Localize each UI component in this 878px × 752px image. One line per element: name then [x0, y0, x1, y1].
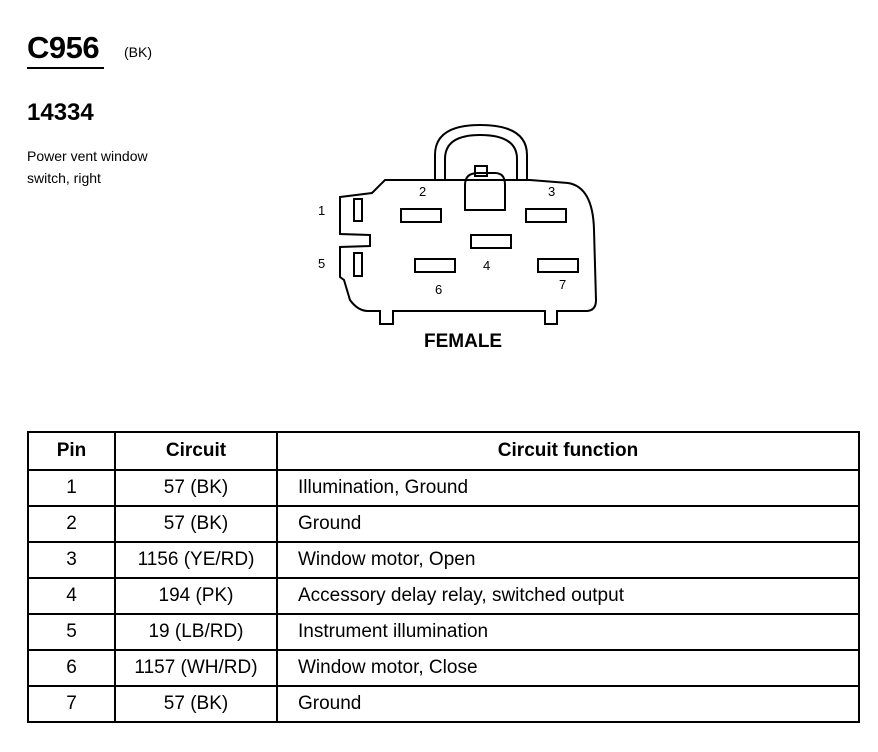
latch-post-tab	[474, 165, 488, 177]
connector-body	[339, 179, 598, 325]
pin-label-1: 1	[318, 203, 326, 218]
cell-pin: 2	[27, 505, 116, 543]
cell-pin: 4	[27, 577, 116, 615]
pin-1-cavity	[353, 198, 363, 222]
pinout-table: Pin Circuit Circuit function 1 57 (BK) I…	[27, 431, 860, 723]
cell-function: Ground	[276, 505, 860, 543]
cell-pin: 6	[27, 649, 116, 687]
cell-pin: 5	[27, 613, 116, 651]
pin-2-cavity	[400, 208, 442, 223]
cell-function: Window motor, Close	[276, 649, 860, 687]
pin-label-2: 2	[419, 184, 427, 199]
cell-function: Ground	[276, 685, 860, 723]
cell-function: Accessory delay relay, switched output	[276, 577, 860, 615]
cell-circuit: 57 (BK)	[114, 685, 278, 723]
table-row: 5 19 (LB/RD) Instrument illumination	[27, 613, 860, 651]
connector-outline	[339, 123, 598, 325]
cell-pin: 3	[27, 541, 116, 579]
connector-color: (BK)	[124, 44, 152, 60]
connector-id: C956	[27, 30, 100, 65]
pin-label-5: 5	[318, 256, 326, 271]
cell-function: Illumination, Ground	[276, 469, 860, 507]
description-line-2: switch, right	[27, 170, 101, 186]
table-row: 4 194 (PK) Accessory delay relay, switch…	[27, 577, 860, 615]
connector-gender: FEMALE	[424, 331, 503, 352]
connector-face-diagram: 1 2 3 4 5 6 7 FEMALE	[300, 115, 620, 365]
header-pin: Pin	[27, 431, 116, 471]
cell-circuit: 19 (LB/RD)	[114, 613, 278, 651]
table-row: 1 57 (BK) Illumination, Ground	[27, 469, 860, 507]
header-circuit: Circuit	[114, 431, 278, 471]
pin-3-cavity	[525, 208, 567, 223]
latch-loop-inner	[444, 133, 518, 180]
table-row: 2 57 (BK) Ground	[27, 505, 860, 543]
latch-post	[464, 172, 506, 211]
pin-6-cavity	[414, 258, 456, 273]
cell-pin: 1	[27, 469, 116, 507]
cell-circuit: 1157 (WH/RD)	[114, 649, 278, 687]
table-row: 6 1157 (WH/RD) Window motor, Close	[27, 649, 860, 687]
pin-5-cavity	[353, 252, 363, 277]
cell-circuit: 57 (BK)	[114, 469, 278, 507]
table-row: 3 1156 (YE/RD) Window motor, Open	[27, 541, 860, 579]
table-header-row: Pin Circuit Circuit function	[27, 431, 860, 471]
pin-7-cavity	[537, 258, 579, 273]
table-row: 7 57 (BK) Ground	[27, 685, 860, 723]
connector-description: Power vent window switch, right	[27, 145, 197, 189]
description-line-1: Power vent window	[27, 148, 148, 164]
latch-loop	[434, 123, 528, 180]
pin-label-3: 3	[548, 184, 556, 199]
part-number: 14334	[27, 99, 94, 126]
header-function: Circuit function	[276, 431, 860, 471]
cell-pin: 7	[27, 685, 116, 723]
pin-label-6: 6	[435, 282, 443, 297]
cell-function: Window motor, Open	[276, 541, 860, 579]
pin-label-7: 7	[559, 277, 567, 292]
pin-4-cavity	[470, 234, 512, 249]
pin-label-4: 4	[483, 258, 491, 273]
connector-id-underline	[27, 67, 104, 69]
cell-circuit: 1156 (YE/RD)	[114, 541, 278, 579]
cell-function: Instrument illumination	[276, 613, 860, 651]
cell-circuit: 194 (PK)	[114, 577, 278, 615]
cell-circuit: 57 (BK)	[114, 505, 278, 543]
